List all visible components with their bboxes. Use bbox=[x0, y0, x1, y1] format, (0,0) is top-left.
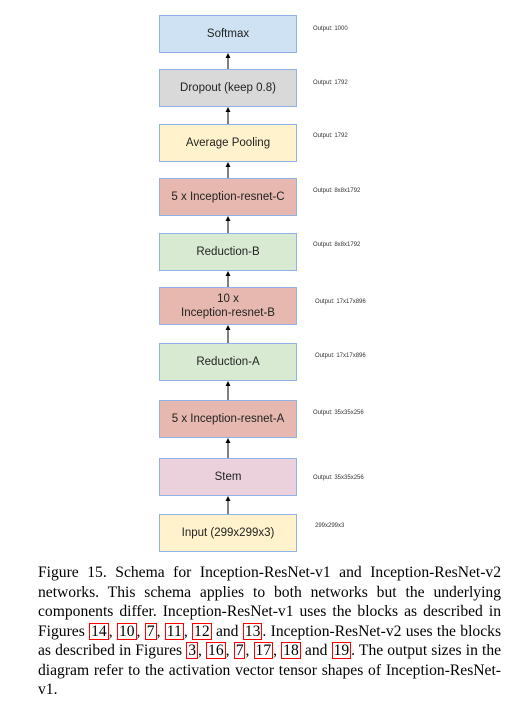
arrow-head bbox=[225, 162, 231, 167]
figure-ref-link[interactable]: 14 bbox=[89, 622, 109, 640]
block-avgpool: Average Pooling bbox=[159, 124, 297, 162]
block-inception-a: 5 x Inception-resnet-A bbox=[159, 400, 297, 438]
output-label-reduction-a: Output: 17x17x896 bbox=[315, 353, 366, 359]
output-label-reduction-b: Output: 8x8x1792 bbox=[313, 242, 361, 248]
architecture-diagram bbox=[225, 53, 231, 514]
caption-text: Inception-ResNet-v2 uses the blocks as d… bbox=[38, 622, 502, 660]
caption-text: Figure 15. Schema for Inception-ResNet-v… bbox=[38, 564, 501, 640]
figure-ref-link[interactable]: 7 bbox=[144, 622, 157, 640]
arrow-head bbox=[225, 438, 231, 443]
output-label-inception-b: Output: 17x17x896 bbox=[315, 299, 366, 305]
block-input: Input (299x299x3) bbox=[159, 514, 297, 552]
block-inception-c: 5 x Inception-resnet-C bbox=[159, 178, 297, 216]
block-inception-b: 10 x Inception-resnet-B bbox=[159, 287, 297, 325]
figure-ref-link[interactable]: 3 bbox=[186, 642, 198, 659]
figure-ref-link[interactable]: 13 bbox=[242, 622, 263, 640]
arrow-head bbox=[225, 271, 231, 276]
output-label-stem: Output: 35x35x256 bbox=[313, 475, 364, 481]
caption-text: The output sizes in the diagram refer to… bbox=[38, 642, 502, 698]
figure-ref-link[interactable]: 11 bbox=[164, 622, 184, 640]
figure-ref-link[interactable]: 16 bbox=[206, 642, 226, 659]
block-softmax: Softmax bbox=[159, 15, 297, 53]
output-label-softmax: Output: 1000 bbox=[313, 26, 348, 32]
output-label-inception-a: Output: 35x35x256 bbox=[313, 410, 364, 416]
arrow-head bbox=[225, 107, 231, 112]
arrow-head bbox=[225, 53, 231, 58]
output-label-dropout: Output: 1792 bbox=[313, 80, 348, 86]
figure-caption: Figure 15. Schema for Inception-ResNet-v… bbox=[38, 564, 502, 698]
figure-ref-link[interactable]: 18 bbox=[281, 642, 301, 659]
block-stem: Stem bbox=[159, 458, 297, 496]
arrow-head bbox=[225, 325, 231, 330]
figure-ref-link[interactable]: 19 bbox=[331, 642, 352, 659]
figure-ref-link[interactable]: 12 bbox=[192, 622, 212, 640]
output-label-input: 299x299x3 bbox=[315, 523, 345, 529]
output-label-inception-c: Output: 8x8x1792 bbox=[313, 188, 361, 194]
figure-ref-link[interactable]: 17 bbox=[253, 642, 274, 659]
block-reduction-b: Reduction-B bbox=[159, 233, 297, 271]
figure-ref-link[interactable]: 10 bbox=[116, 622, 137, 640]
block-dropout: Dropout (keep 0.8) bbox=[159, 69, 297, 107]
arrow-head bbox=[225, 381, 231, 386]
block-reduction-a: Reduction-A bbox=[159, 343, 297, 381]
arrow-head bbox=[225, 216, 231, 221]
output-label-avgpool: Output: 1792 bbox=[313, 133, 348, 139]
figure-ref-link[interactable]: 7 bbox=[233, 642, 246, 659]
arrow-head bbox=[225, 496, 231, 501]
